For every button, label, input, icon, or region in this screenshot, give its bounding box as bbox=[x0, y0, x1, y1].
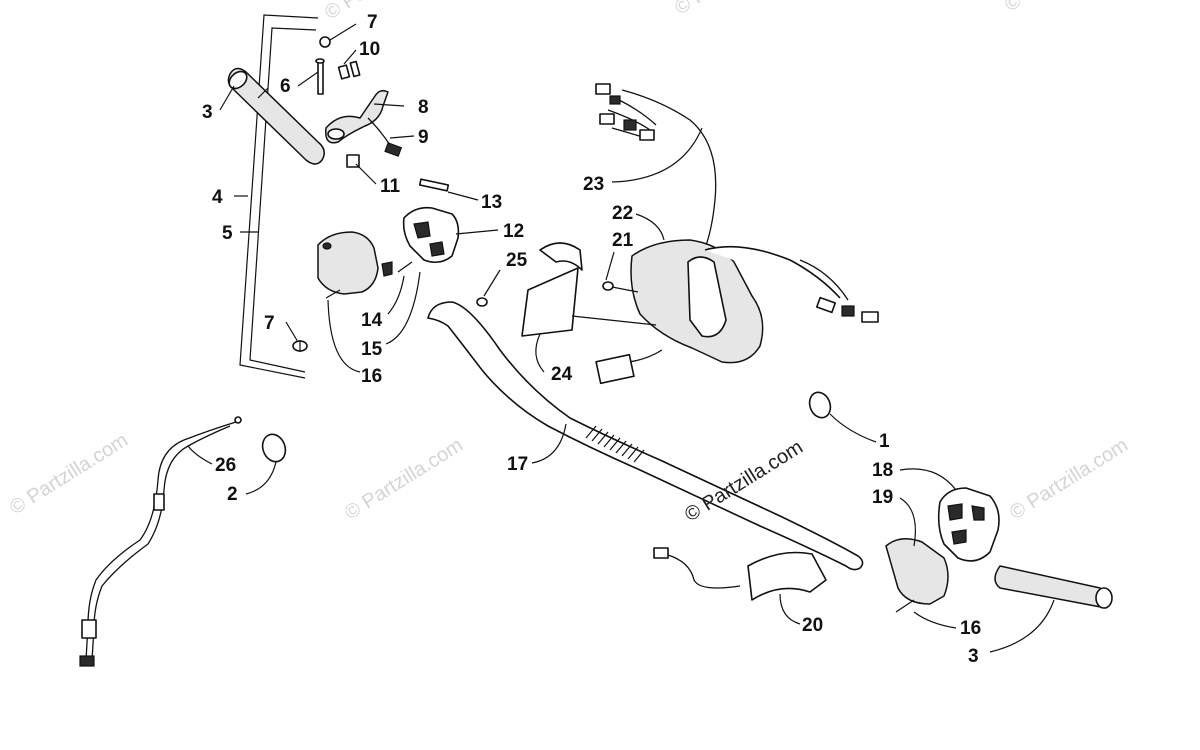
callout-16: 16 bbox=[361, 366, 382, 387]
watermark-text: © Partzilla.com bbox=[671, 0, 797, 19]
callout-7: 7 bbox=[367, 12, 378, 33]
callout-10: 10 bbox=[359, 39, 380, 60]
group-bracket bbox=[239, 14, 319, 379]
callout-8: 8 bbox=[418, 97, 429, 118]
callout-19: 19 bbox=[872, 487, 893, 508]
callout-15: 15 bbox=[361, 339, 383, 360]
callout-3: 3 bbox=[202, 102, 213, 123]
callout-17: 17 bbox=[507, 454, 528, 475]
right-control-assembly bbox=[808, 391, 1113, 613]
callout-2: 2 bbox=[227, 484, 238, 505]
callout-5: 5 bbox=[222, 223, 233, 244]
callout-9: 9 bbox=[418, 127, 429, 148]
leader-lines bbox=[187, 23, 1055, 653]
watermark-text: © Partzilla.com bbox=[1006, 434, 1132, 524]
callout-16: 16 bbox=[960, 618, 981, 639]
callout-4: 4 bbox=[212, 187, 223, 208]
callout-12: 12 bbox=[503, 221, 524, 242]
throttle-lever-assembly bbox=[315, 36, 403, 168]
callout-22: 22 bbox=[612, 203, 633, 224]
callout-7: 7 bbox=[264, 313, 275, 334]
watermark-text: © Partzilla.com bbox=[321, 0, 447, 24]
callout-13: 13 bbox=[481, 192, 502, 213]
callout-23: 23 bbox=[583, 174, 604, 195]
watermark-text: © Partzilla.com bbox=[341, 434, 467, 524]
callout-21: 21 bbox=[612, 230, 634, 251]
callout-18: 18 bbox=[872, 460, 893, 481]
callout-24: 24 bbox=[551, 364, 573, 385]
watermark-text: © Partzilla.com bbox=[1001, 0, 1127, 16]
knurl-pattern bbox=[585, 425, 645, 463]
left-switch-housing bbox=[292, 178, 460, 352]
throttle-cable bbox=[79, 416, 287, 667]
callout-26: 26 bbox=[215, 455, 236, 476]
callout-3: 3 bbox=[968, 646, 979, 667]
callout-6: 6 bbox=[280, 76, 291, 97]
left-grip bbox=[227, 67, 325, 165]
wiring-harness bbox=[653, 547, 827, 601]
callout-25: 25 bbox=[506, 250, 528, 271]
callout-11: 11 bbox=[380, 176, 401, 197]
handlebar bbox=[427, 301, 864, 571]
watermark-text: © Partzilla.com bbox=[6, 429, 132, 519]
callout-1: 1 bbox=[879, 431, 890, 452]
control-module bbox=[476, 83, 879, 385]
callout-labels: 7 10 6 3 8 9 11 4 5 13 12 14 15 16 7 23 … bbox=[202, 12, 981, 667]
callout-20: 20 bbox=[802, 615, 823, 636]
callout-14: 14 bbox=[361, 310, 383, 331]
